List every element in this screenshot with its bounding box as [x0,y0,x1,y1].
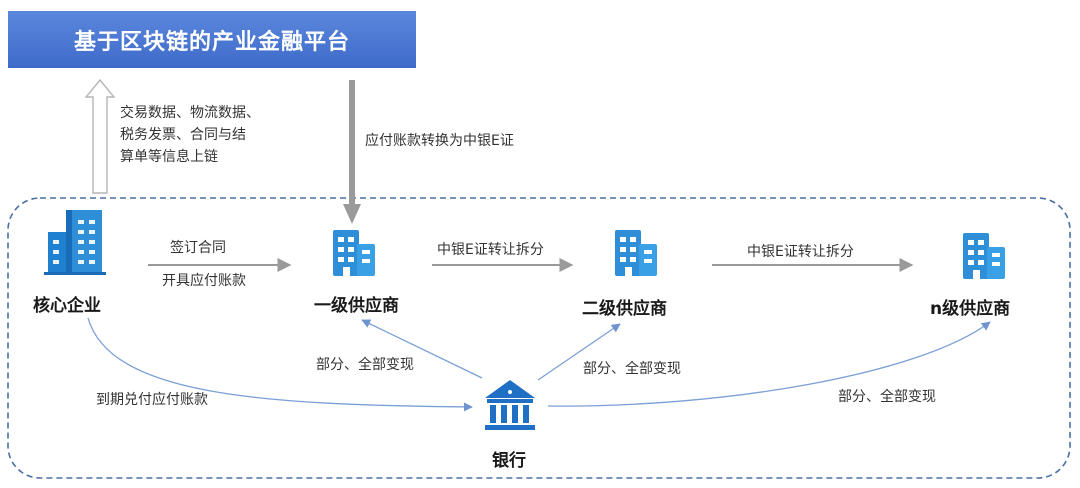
node-core-enterprise: 核心企业 [33,296,101,316]
building-icon [333,230,375,276]
transfer-label-2: 中银E证转让拆分 [747,244,854,260]
contract-label-bottom: 开具应付账款 [162,273,246,289]
uplink-line-2: 税务发票、合同与结 [120,127,246,143]
contract-label-top: 签订合同 [170,240,226,256]
node-tier1-supplier: 一级供应商 [314,296,399,316]
cash-label-tier1: 部分、全部变现 [316,357,414,373]
conversion-arrow-shaft [349,80,355,206]
office-building-icon [44,210,106,275]
uplink-line-3: 算单等信息上链 [120,149,218,165]
node-tiern-supplier: n级供应商 [930,299,1011,319]
building-icon [615,230,657,276]
uplink-arrow [84,78,116,194]
cash-arrow-tier1 [361,319,483,379]
conversion-arrow-head [343,204,361,224]
cash-label-tier2: 部分、全部变现 [583,361,681,377]
platform-title: 基于区块链的产业金融平台 [8,11,416,68]
node-tier2-supplier: 二级供应商 [582,299,667,319]
building-icon [963,233,1005,279]
cash-arrow-tier2 [537,323,621,381]
uplink-line-1: 交易数据、物流数据、 [120,105,260,121]
uplink-label: 交易数据、物流数据、 税务发票、合同与结 算单等信息上链 [120,102,260,168]
conversion-label: 应付账款转换为中银E证 [365,133,514,149]
transfer-label-1: 中银E证转让拆分 [437,242,544,258]
cash-label-tiern: 部分、全部变现 [838,389,936,405]
settle-curve [87,317,473,412]
bank-icon [485,380,535,430]
cash-curve-tiern [547,321,991,407]
node-bank: 银行 [492,451,526,471]
settle-label: 到期兑付应付账款 [96,392,208,408]
ecosystem-frame [7,197,1071,479]
